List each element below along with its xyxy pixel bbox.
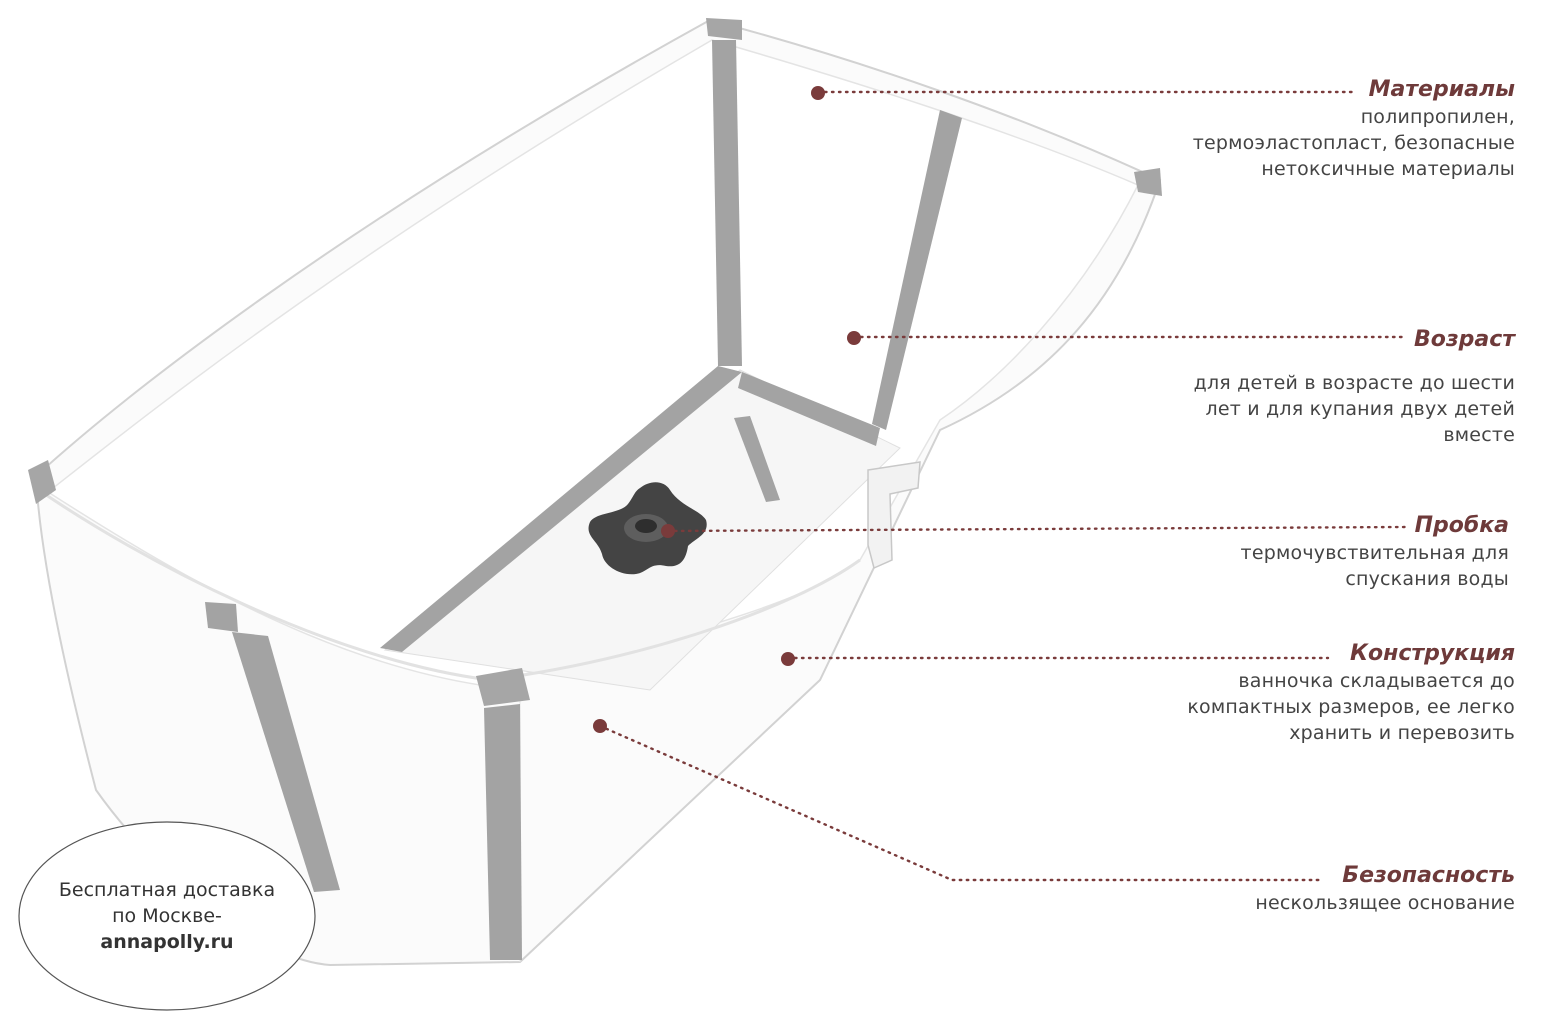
feature-description: полипропилен, термоэластопласт, безопасн… — [1193, 104, 1515, 182]
description-line: термочувствительная для — [1240, 542, 1509, 564]
callout-dot — [593, 719, 607, 733]
feature-age: Возраст для детей в возрасте до шести ле… — [1194, 326, 1515, 448]
description-line: термоэластопласт, безопасные — [1192, 132, 1515, 154]
callout-dot — [781, 652, 795, 666]
feature-title: Пробка — [1414, 513, 1509, 538]
feature-title: Конструкция — [1350, 641, 1515, 666]
description-line: вместе — [1443, 424, 1515, 446]
callout-dot — [811, 86, 825, 100]
callout-dots — [593, 86, 861, 733]
callout-dot — [661, 524, 675, 538]
description-line: компактных размеров, ее легко — [1187, 696, 1515, 718]
description-line: хранить и перевозить — [1289, 722, 1515, 744]
callout-leaders — [598, 90, 1408, 882]
baby-bath-tub-icon — [28, 18, 1162, 967]
feature-description: нескользящее основание — [1255, 890, 1515, 916]
drain-plug-icon — [588, 482, 707, 575]
promo-line: Бесплатная доставка — [58, 879, 276, 901]
description-line: лет и для купания двух детей — [1205, 398, 1515, 420]
feature-title: Материалы — [1368, 77, 1515, 102]
description-line: полипропилен, — [1360, 106, 1515, 128]
feature-plug: Пробка термочувствительная для спускания… — [1241, 512, 1509, 592]
feature-title: Безопасность — [1342, 863, 1515, 888]
feature-title: Возраст — [1413, 327, 1515, 352]
feature-description: ванночка складывается до компактных разм… — [1187, 668, 1515, 746]
description-line: нескользящее основание — [1255, 892, 1515, 914]
feature-description: для детей в возрасте до шести лет и для … — [1194, 370, 1515, 448]
feature-materials: Материалы полипропилен, термоэластопласт… — [1193, 76, 1515, 182]
description-line: нетоксичные материалы — [1261, 158, 1515, 180]
promo-badge-shape — [18, 821, 316, 1011]
feature-safety: Безопасность нескользящее основание — [1255, 862, 1515, 916]
delivery-promo: Бесплатная доставка по Москве- annapolly… — [18, 822, 316, 1010]
promo-line: по Москве- — [112, 905, 222, 927]
tub-straps — [205, 40, 962, 960]
feature-description: термочувствительная для спускания воды — [1241, 540, 1509, 592]
description-line: ванночка складывается до — [1238, 670, 1515, 692]
description-line: спускания воды — [1345, 568, 1509, 590]
callout-dot — [847, 331, 861, 345]
promo-site-link[interactable]: annapolly.ru — [100, 931, 234, 953]
description-line: для детей в возрасте до шести — [1193, 372, 1515, 394]
feature-construction: Конструкция ванночка складывается до ком… — [1187, 640, 1515, 746]
